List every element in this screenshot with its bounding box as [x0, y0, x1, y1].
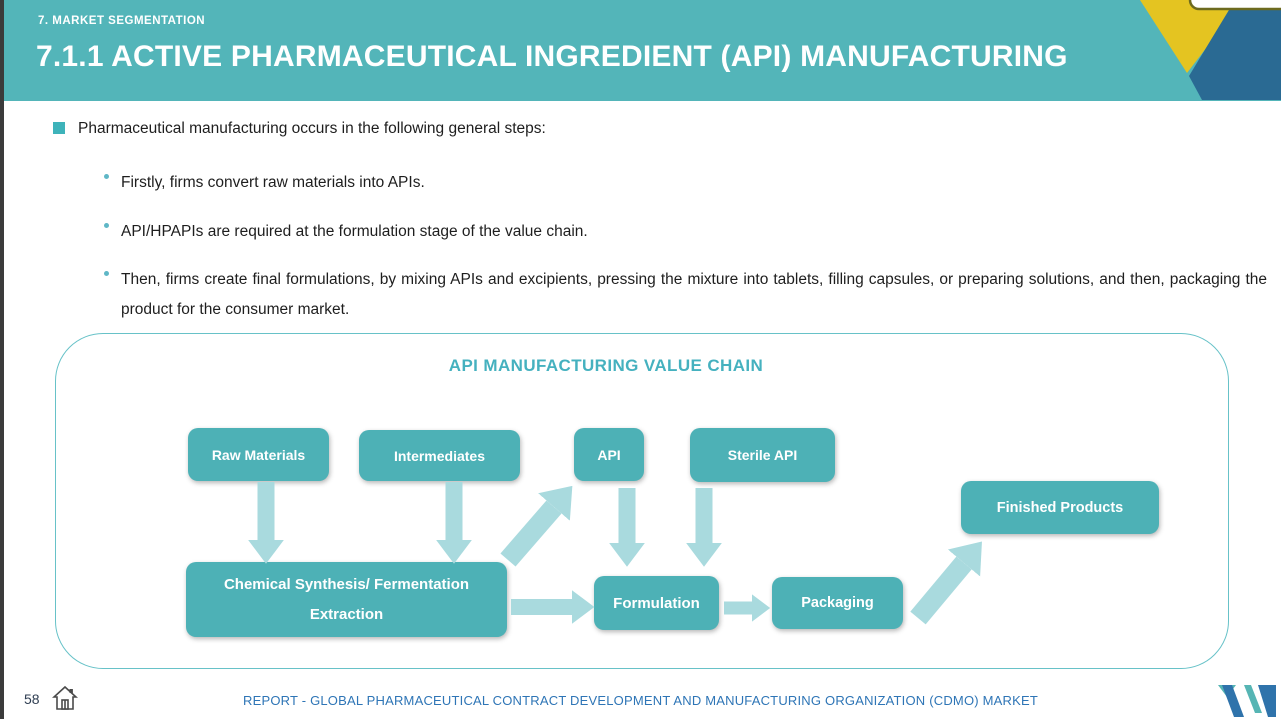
yellow-triangle-decor	[1140, 0, 1243, 73]
page-title: 7.1.1 ACTIVE PHARMACEUTICAL INGREDIENT (…	[36, 40, 1068, 73]
home-chimney	[69, 689, 73, 693]
node-packaging: Packaging	[772, 577, 903, 629]
node-chemical-synthesis-line1: Chemical Synthesis/ Fermentation	[223, 575, 470, 593]
intro-bullet-text: Pharmaceutical manufacturing occurs in t…	[78, 120, 546, 137]
bullet-dot-icon	[104, 174, 109, 179]
value-chain-diagram: API MANUFACTURING VALUE CHAIN Raw Materi…	[55, 333, 1229, 669]
node-api: API	[574, 428, 644, 481]
section-kicker: 7. MARKET SEGMENTATION	[38, 15, 206, 27]
header-band: 7. MARKET SEGMENTATION 7.1.1 ACTIVE PHAR…	[0, 0, 1281, 101]
window-edge	[0, 0, 4, 719]
logo-blue-right	[1258, 685, 1276, 717]
bullet-dot-icon	[104, 271, 109, 276]
logo-blue-band	[1222, 685, 1244, 717]
arrow-chem-to-api	[500, 485, 573, 567]
sub-bullet-text: API/HPAPIs are required at the formulati…	[121, 223, 588, 240]
node-formulation: Formulation	[594, 576, 719, 630]
bullet-square-icon	[53, 122, 65, 134]
blue-triangle-decor	[1189, 5, 1281, 100]
node-chemical-synthesis-line2: Extraction	[309, 605, 384, 623]
node-sterile-api: Sterile API	[690, 428, 835, 482]
header-corner-decor	[1140, 0, 1281, 100]
footer-report-title: REPORT - GLOBAL PHARMACEUTICAL CONTRACT …	[243, 693, 1038, 708]
node-raw-materials: Raw Materials	[188, 428, 329, 481]
node-intermediates: Intermediates	[359, 430, 520, 481]
node-finished-products: Finished Products	[961, 481, 1159, 534]
arrow-packaging-to-finished	[910, 541, 982, 625]
node-chemical-synthesis: Chemical Synthesis/ Fermentation Extract…	[186, 562, 507, 637]
window-corner-decor	[1188, 0, 1281, 11]
sub-bullet-text: Then, firms create final formulations, b…	[121, 271, 1267, 318]
diagram-title: API MANUFACTURING VALUE CHAIN	[448, 356, 764, 375]
logo-teal-band	[1244, 685, 1262, 713]
page-number: 58	[24, 691, 40, 707]
sub-bullet-text: Firstly, firms convert raw materials int…	[121, 174, 425, 191]
bullet-dot-icon	[104, 223, 109, 228]
home-icon[interactable]	[52, 684, 78, 712]
brand-logo	[1218, 685, 1276, 717]
